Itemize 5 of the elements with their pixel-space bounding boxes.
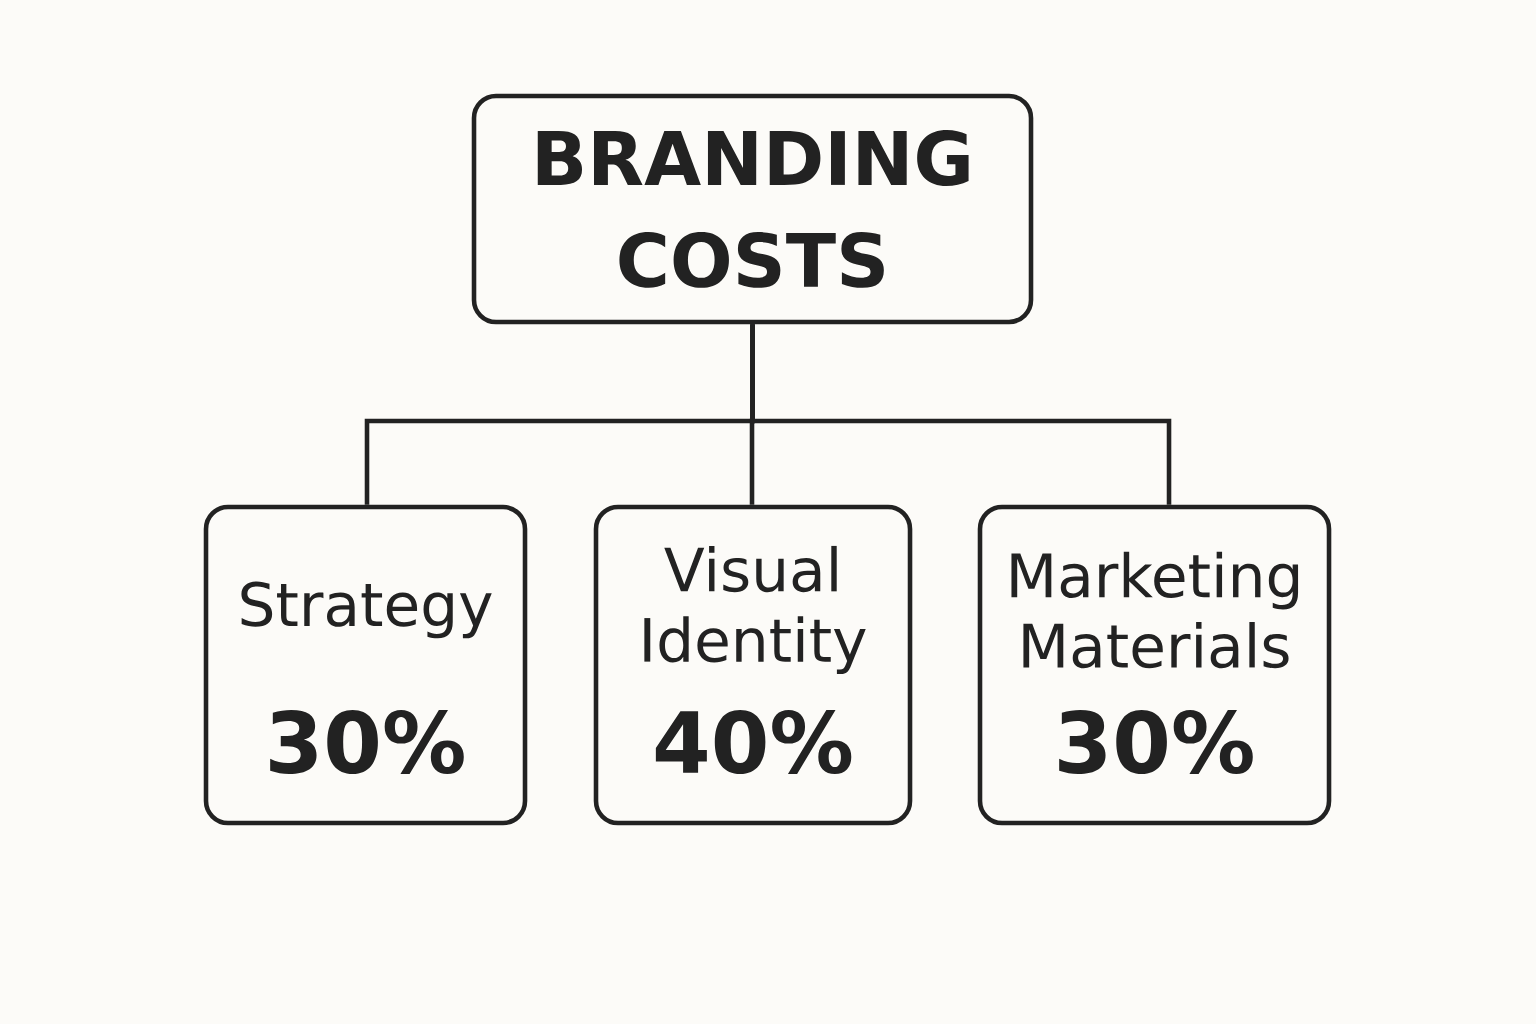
category-box: BRANDING COSTS — [471, 93, 1034, 325]
category-box: Visual Identity 40% — [593, 504, 913, 826]
category-box: Strategy 30% — [203, 504, 528, 826]
category-box: Marketing Materials 30% — [977, 504, 1332, 826]
connector-line — [750, 324, 1172, 505]
